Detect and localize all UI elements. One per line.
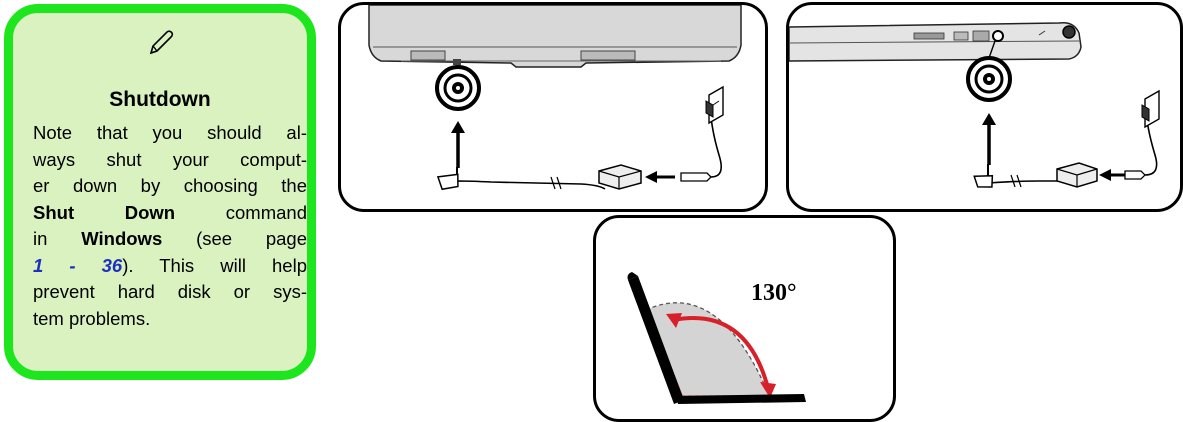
note-line: Note that you should al-	[33, 122, 307, 143]
page-reference-link[interactable]: 1 - 36	[33, 254, 123, 276]
ac-adapter-icon	[1056, 162, 1098, 188]
angle-arc-arrow	[672, 315, 770, 389]
note-title: Shutdown	[109, 88, 211, 111]
note-text: command	[225, 201, 307, 223]
note-line: 1 - 36). This will help	[33, 253, 307, 280]
dc-in-jack-icon	[966, 56, 1012, 102]
note-line: prevent hard disk or sys-	[33, 281, 307, 302]
pen-icon	[149, 30, 174, 55]
wall-outlet-icon	[1141, 89, 1160, 129]
rear-view-illustration	[368, 5, 742, 191]
angle-label: 130°	[751, 280, 797, 306]
dc-in-jack-icon	[435, 65, 481, 111]
screen-angle-figure: 130°	[593, 215, 896, 422]
ac-adapter-icon	[598, 164, 642, 190]
note-line: in Windows (see page	[33, 226, 307, 253]
wall-outlet-icon	[705, 85, 724, 125]
windows-label: Windows	[81, 228, 163, 249]
rear-view-power-figure	[338, 2, 768, 212]
shutdown-note: Shutdown Note that you should al- ways s…	[4, 4, 316, 380]
note-text: (see page	[196, 228, 308, 249]
shut-down-command: Shut Down	[33, 201, 176, 223]
screen-angle-illustration	[627, 272, 806, 404]
side-view-power-figure	[786, 2, 1183, 212]
note-text: in	[33, 228, 48, 249]
note-line: tem problems.	[33, 307, 151, 329]
note-body: Note that you should al- ways shut your …	[33, 120, 307, 332]
note-text: ). This will help	[122, 254, 307, 276]
note-line: er down by choosing the	[33, 175, 307, 196]
note-line: ways shut your comput-	[33, 148, 307, 170]
side-view-illustration	[789, 21, 1160, 188]
note-line: Shut Down command	[33, 200, 307, 227]
